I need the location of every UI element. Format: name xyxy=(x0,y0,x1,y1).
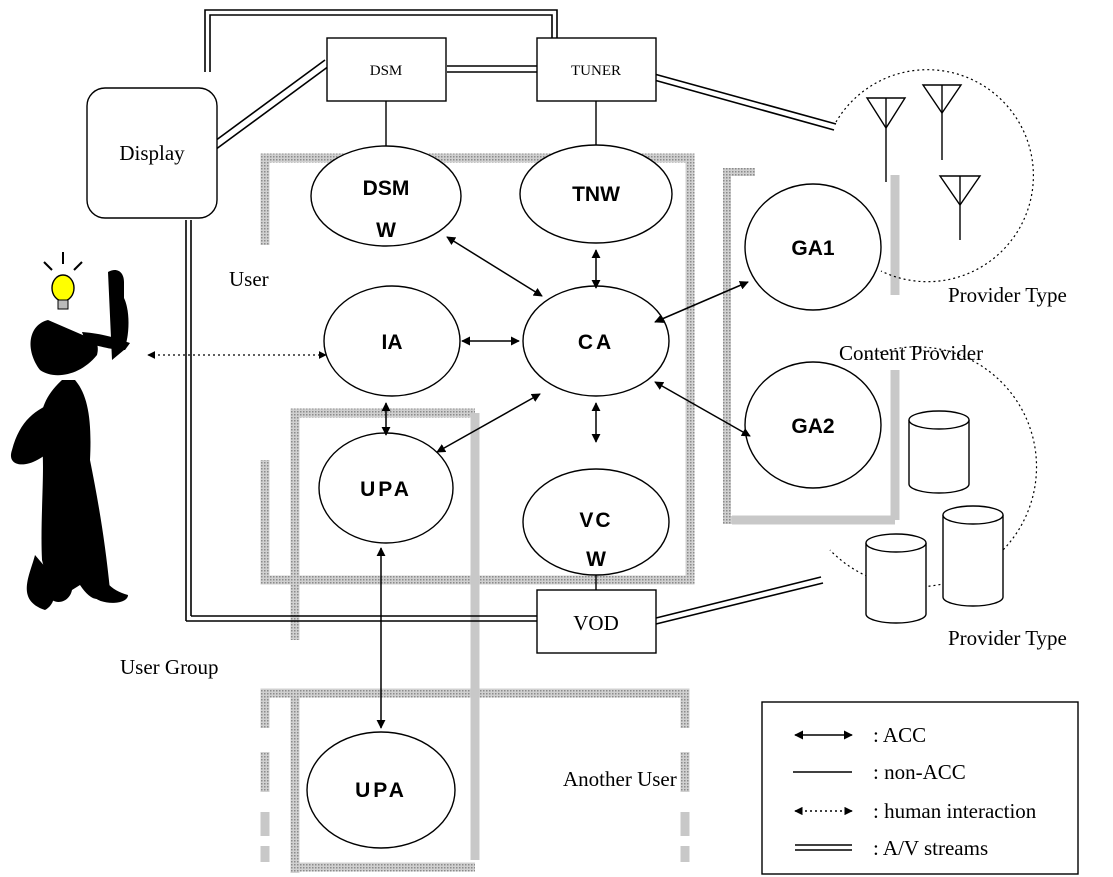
provider-type-circle-2 xyxy=(829,346,1038,588)
database-cylinder-icon xyxy=(865,533,927,624)
ga2-agent: GA2 xyxy=(744,361,882,489)
user-region-label: User xyxy=(229,267,269,291)
user-group-region-boundary xyxy=(290,408,475,640)
ia-agent: IA xyxy=(323,285,461,397)
av-streams xyxy=(185,9,837,625)
acc-links xyxy=(376,236,751,729)
dsmw-agent: DSM W xyxy=(310,145,462,247)
vcw-label-line1: VC xyxy=(579,509,612,532)
upa-agent: UPA xyxy=(318,432,454,544)
grey-dashes xyxy=(260,812,690,862)
user-region-boundary xyxy=(260,153,695,585)
dsm-box: DSM xyxy=(326,37,447,102)
tnw-agent: TNW xyxy=(519,144,673,244)
antenna-icon xyxy=(865,97,907,182)
legend-non-acc-label: : non-ACC xyxy=(873,760,966,784)
content-provider-label: Content Provider xyxy=(839,341,983,365)
ca-label: CA xyxy=(578,331,614,354)
upa-label: UPA xyxy=(360,478,412,501)
another-user-label: Another User xyxy=(563,767,677,791)
dsmw-label-line1: DSM xyxy=(363,177,410,200)
tnw-label: TNW xyxy=(572,183,620,206)
dsm-box-label: DSM xyxy=(370,63,403,79)
dsmw-label-line2: W xyxy=(376,219,396,242)
ga2-label: GA2 xyxy=(791,415,834,438)
legend: : ACC : non-ACC : human interaction : A/… xyxy=(761,701,1079,875)
ia-label: IA xyxy=(382,331,403,354)
upa2-label: UPA xyxy=(355,779,407,802)
vcw-label-line2: W xyxy=(586,548,606,571)
database-cylinder-icon xyxy=(908,410,970,494)
vcw-agent: VC W xyxy=(522,468,670,576)
legend-acc-label: : ACC xyxy=(873,723,926,747)
antenna-icon xyxy=(921,84,963,160)
tuner-box-label: TUNER xyxy=(571,63,621,79)
ga1-label: GA1 xyxy=(791,237,835,260)
display-box: Display xyxy=(86,87,218,219)
antenna-icon xyxy=(938,175,982,240)
provider-type-label-1: Provider Type xyxy=(948,283,1067,307)
content-provider-region-boundary xyxy=(723,168,900,525)
legend-av-label: : A/V streams xyxy=(873,836,988,860)
ca-agent: CA xyxy=(522,285,670,397)
user-group-region-label: User Group xyxy=(120,655,219,679)
display-box-label: Display xyxy=(119,141,185,165)
legend-human-label: : human interaction xyxy=(873,799,1037,823)
vod-box-label: VOD xyxy=(573,611,619,635)
provider-type-circle-1 xyxy=(835,69,1034,283)
person-with-idea-icon xyxy=(10,252,130,610)
lightbulb-icon xyxy=(43,252,83,310)
database-cylinder-icon xyxy=(942,505,1004,607)
vod-box: VOD xyxy=(536,589,657,654)
tuner-box: TUNER xyxy=(536,37,657,102)
upa2-agent: UPA xyxy=(306,731,456,849)
ga1-agent: GA1 xyxy=(744,183,882,311)
provider-type-label-2: Provider Type xyxy=(948,626,1067,650)
